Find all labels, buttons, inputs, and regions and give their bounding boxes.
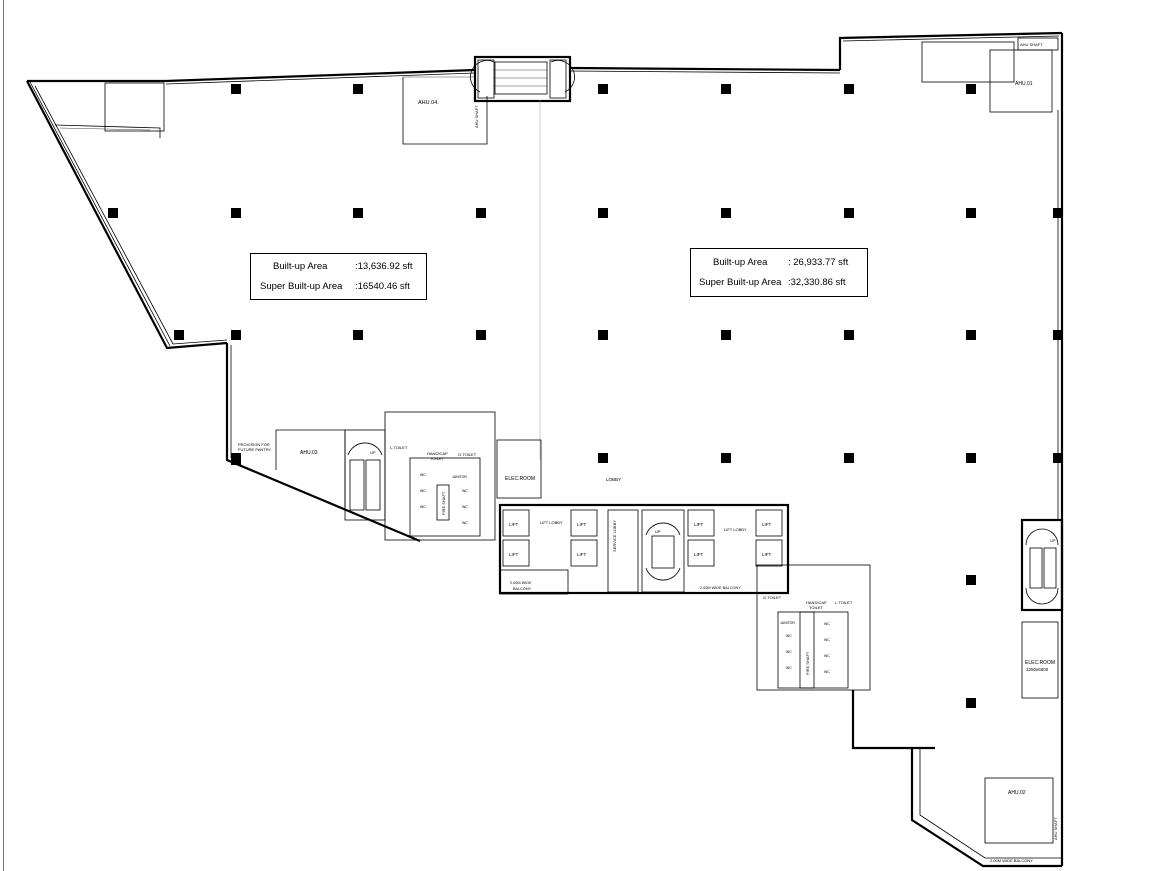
ahu01-shaft-label: AHU SHAFT (1020, 42, 1043, 47)
left-wc-5: WC (462, 505, 468, 509)
right-builtup-value: : 26,933.77 sft (788, 257, 849, 268)
lift-6: LIFT (694, 552, 704, 557)
structural-columns (108, 84, 1063, 708)
left-janitor: JANITOR (452, 475, 467, 479)
left-super-label: Super Built-up Area (260, 281, 343, 292)
left-ltoilet: L.TOILET (390, 445, 408, 450)
lobby-label: LOBBY (606, 477, 621, 482)
ahu02-shaft-label: AHU SHAFT (1053, 817, 1058, 840)
left-area-box: Built-up Area :13,636.92 sft Super Built… (250, 253, 427, 300)
lift-5: LIFT (694, 522, 704, 527)
left-super-value: :16540.46 sft (355, 281, 410, 292)
top-left-balcony (54, 82, 165, 138)
mid-balcony: 2.00M WIDE BALCONY (700, 586, 741, 590)
left-balcony-2: BALCONY (513, 587, 532, 591)
ahu04-label: AHU.04. (418, 100, 439, 106)
top-stair (470, 55, 575, 460)
lift-8: LIFT (762, 552, 772, 557)
service-lobby: SERVICE LOBBY (612, 520, 617, 552)
right-ltoilet: L.TOILET (835, 600, 853, 605)
left-handicap-1: HANDICAP (427, 451, 448, 456)
right-fire-shaft: FIRE SHAFT (805, 651, 810, 675)
lift-7: LIFT (762, 522, 772, 527)
right-wc-6: WC (824, 654, 830, 658)
left-wc-3: WC (420, 505, 426, 509)
ahu04-shaft-label: AHU SHAFT (474, 105, 479, 128)
canvas-left-edge (3, 0, 4, 871)
right-elec-room: ELEC.ROOM (1025, 660, 1055, 666)
right-toilet-block: FIRE SHAFT G.TOILET HANDICAP TOILET L.TO… (756, 564, 871, 691)
left-wc-6: WC (462, 521, 468, 525)
left-wc-4: WC (462, 489, 468, 493)
right-handicap-1: HANDICAP (806, 600, 827, 605)
pantry-label-1: PROVISION FOR (238, 442, 270, 447)
right-super-value: :32,330.86 sft (788, 277, 846, 288)
ahu03-label: AHU.03 (300, 450, 318, 456)
right-super-label: Super Built-up Area (699, 277, 782, 288)
right-wc-5: WC (824, 638, 830, 642)
right-wc-2: WC (786, 650, 792, 654)
right-lift-lobby: LIFT LOBBY (724, 527, 747, 532)
left-wc-2: WC (420, 489, 426, 493)
left-lift-lobby: LIFT LOBBY (540, 520, 563, 525)
right-handicap-2: TOILET (809, 605, 823, 610)
right-gtoilet: G.TOILET (763, 595, 782, 600)
pantry-label-2: FUTURE PANTRY. (238, 447, 272, 452)
right-elec-size: 3250x6500 (1026, 667, 1049, 672)
lift-4: LIFT (577, 552, 587, 557)
ahu04-room: AHU.04. AHU SHAFT (402, 76, 488, 145)
lift-2: LIFT (509, 552, 519, 557)
right-janitor: JANITOR (780, 621, 795, 625)
right-stair-up: UP (1050, 538, 1056, 543)
left-gtoilet: G.TOILET (458, 452, 477, 457)
right-stair-elec: UP ELEC.ROOM 3250x6500 (1020, 518, 1064, 699)
left-stair-up: UP (370, 450, 376, 455)
right-wc-4: WC (824, 622, 830, 626)
central-lift-core: LIFT LIFT LIFT LOBBY LIFT LIFT SERVICE L… (498, 477, 790, 595)
lift-3: LIFT (577, 522, 587, 527)
ahu02-label: AHU.02 (1008, 790, 1026, 796)
lift-1: LIFT (509, 522, 519, 527)
left-builtup-value: :13,636.92 sft (355, 261, 413, 272)
bottom-balcony: 2.00M WIDE BALCONY (990, 858, 1033, 863)
ahu01-room: AHU.01 AHU SHAFT (921, 37, 1059, 113)
left-wc-1: WC (420, 473, 426, 477)
right-area-box: Built-up Area : 26,933.77 sft Super Buil… (690, 248, 868, 297)
center-elec-room: ELEC.ROOM (505, 476, 535, 482)
left-handicap-2: TOILET (430, 456, 444, 461)
ahu01-label: AHU.01 (1015, 81, 1033, 87)
right-wc-7: WC (824, 670, 830, 674)
right-wc-3: WC (786, 666, 792, 670)
left-service-block: PROVISION FOR FUTURE PANTRY. AHU.03 UP F… (238, 411, 542, 541)
outer-walls (26, 31, 1064, 868)
left-fire-shaft: FIRE SHAFT (441, 491, 446, 515)
right-wc-1: WC (786, 634, 792, 638)
left-balcony-1: 2.00M WIDE (510, 581, 532, 585)
ahu02-room: AHU.02 AHU SHAFT 2.00M WIDE BALCONY (984, 777, 1058, 863)
center-stair-up: UP (655, 529, 661, 534)
left-builtup-label: Built-up Area (273, 261, 328, 272)
right-builtup-label: Built-up Area (713, 257, 768, 268)
